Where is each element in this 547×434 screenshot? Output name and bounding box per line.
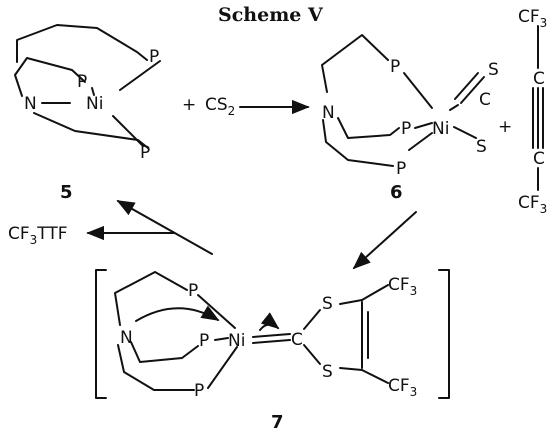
- c7-atom-c: C: [291, 330, 303, 350]
- c7-atom-ni: Ni: [228, 331, 245, 351]
- scheme-title: Scheme V: [218, 4, 324, 26]
- plus-sign-2: +: [498, 117, 512, 137]
- right-bracket: [438, 269, 450, 399]
- c5-atom-n: N: [24, 94, 37, 114]
- c7-cf3-bottom: CF3: [388, 376, 417, 399]
- compound-7-number: 7: [271, 412, 284, 433]
- c7-atom-p2: P: [199, 331, 209, 351]
- c7-atom-p3: P: [194, 381, 204, 401]
- compound-5-number: 5: [60, 182, 73, 203]
- c6-atom-p2: P: [401, 119, 411, 139]
- left-bracket: [95, 269, 107, 399]
- c5-atom-p1: P: [149, 47, 159, 67]
- c6-atom-c: C: [479, 90, 491, 110]
- c6-atom-s-ring: S: [476, 137, 487, 157]
- compound-7: P N P Ni P C S S CF3 CF3 7: [95, 269, 450, 433]
- plus-sign-1: +: [182, 95, 196, 115]
- c7-atom-p1: P: [188, 281, 198, 301]
- alkyne-c1: C: [533, 69, 545, 89]
- c5-atom-ni: Ni: [86, 94, 103, 114]
- compound-5: P P N Ni P 5: [14, 24, 161, 203]
- product-cf3ttf: CF3TTF: [8, 224, 68, 247]
- reagent-hexafluorobutyne: CF3 C C CF3: [518, 7, 547, 216]
- c5-atom-p3: P: [140, 143, 150, 163]
- c5-atom-p2: P: [77, 72, 87, 92]
- c7-cf3-top: CF3: [388, 275, 417, 298]
- c6-atom-ni: Ni: [432, 119, 449, 139]
- alkyne-cf3-top: CF3: [518, 7, 547, 30]
- alkyne-c2: C: [533, 149, 545, 169]
- compound-6: P N P Ni P C S S 6: [321, 34, 499, 203]
- c7-atom-n: N: [120, 328, 133, 348]
- arrow-6-to-7: [352, 211, 417, 270]
- c6-atom-s-thione: S: [488, 60, 499, 80]
- alkyne-cf3-bottom: CF3: [518, 193, 547, 216]
- c6-atom-p3: P: [396, 159, 406, 179]
- reagent-cs2: CS2: [205, 95, 235, 118]
- c6-atom-n: N: [322, 103, 335, 123]
- arrow-7-to-5: [116, 200, 213, 255]
- compound-6-number: 6: [390, 182, 403, 203]
- c7-atom-s-bottom: S: [322, 362, 333, 382]
- c6-atom-p1: P: [390, 57, 400, 77]
- c7-atom-s-top: S: [322, 294, 333, 314]
